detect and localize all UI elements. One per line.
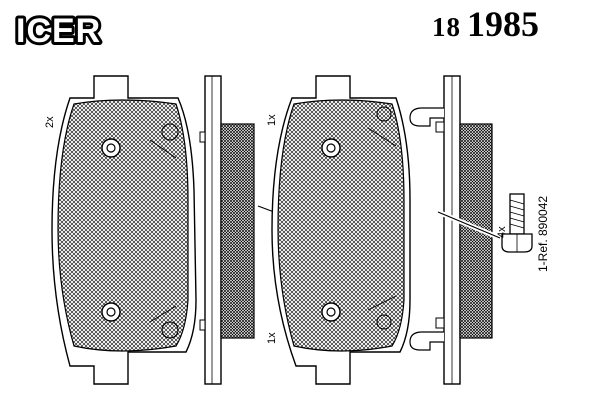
right-pad-top-qty-label: 1x	[266, 114, 278, 126]
part-code: 1985	[467, 4, 539, 44]
right-pad-side-view	[409, 75, 501, 385]
bolt-qty-label: 4x	[496, 226, 508, 238]
right-pad-pin-bottom	[321, 302, 341, 322]
brand-logo-text-fill: ICER	[16, 12, 101, 50]
part-series: 18	[432, 12, 461, 42]
brand-logo: ICER ICER	[14, 9, 103, 50]
reference-label: 1-Ref. 890042	[536, 195, 550, 272]
right-pad-bottom-qty-label: 1x	[266, 332, 278, 344]
right-pad-front-view	[271, 75, 411, 385]
left-pad-pin-bottom	[101, 302, 121, 322]
right-pad-pin-top	[321, 138, 341, 158]
left-pad-front-view	[51, 75, 197, 385]
left-pad-pin-top	[101, 138, 121, 158]
bolt-accessory	[501, 193, 533, 253]
brand-logo-text: ICER	[16, 12, 101, 50]
left-pad-qty-label: 2x	[44, 116, 56, 128]
